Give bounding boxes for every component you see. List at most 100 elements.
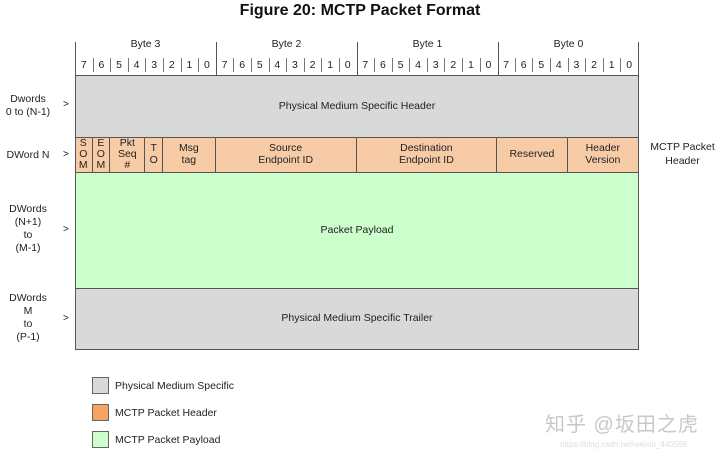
bit-number: 6	[520, 59, 527, 71]
row-label-dwords-trailer: DWords M to (P-1)	[9, 292, 47, 344]
watermark: 知乎 @坂田之虎	[545, 414, 699, 436]
bit-separator	[286, 58, 288, 72]
bit-number: 3	[573, 59, 580, 71]
byte-3-label: Byte 3	[130, 38, 161, 50]
bit-separator	[391, 58, 393, 72]
bit-separator	[409, 58, 411, 72]
row-label-dwords-0: Dwords 0 to (N-1)	[5, 93, 51, 119]
bit-separator	[198, 58, 200, 72]
bit-number: 4	[555, 59, 562, 71]
bit-separator	[268, 58, 270, 72]
byte-divider	[75, 42, 76, 75]
header-field: S O M	[75, 137, 93, 172]
bit-number: 0	[485, 59, 492, 71]
bit-separator	[321, 58, 323, 72]
header-field: Destination Endpoint ID	[357, 137, 498, 172]
bit-separator	[462, 58, 464, 72]
header-field: Reserved	[497, 137, 568, 172]
bit-separator	[374, 58, 376, 72]
bit-separator	[585, 58, 587, 72]
header-field: T O	[145, 137, 163, 172]
bit-number: 0	[626, 59, 633, 71]
header-field: Pkt Seq #	[110, 137, 146, 172]
bit-number: 7	[80, 59, 87, 71]
byte-divider	[498, 42, 499, 75]
row-arrow-icon: >	[63, 149, 69, 160]
byte-divider	[638, 42, 639, 75]
bit-number: 6	[98, 59, 105, 71]
bit-number: 5	[116, 59, 122, 71]
legend-label: Physical Medium Specific	[115, 379, 235, 392]
row-label-dword-n: DWord N	[6, 149, 50, 161]
byte-divider	[216, 42, 217, 75]
physical-trailer-label: Physical Medium Specific Trailer	[281, 312, 433, 325]
bit-separator	[180, 58, 182, 72]
bit-number: 6	[379, 59, 386, 71]
packet-payload-block: Packet Payload	[75, 172, 639, 289]
physical-medium-trailer-block: Physical Medium Specific Trailer	[75, 288, 639, 350]
bit-number: 5	[397, 59, 404, 71]
bit-separator	[303, 58, 305, 72]
bit-separator	[567, 58, 569, 72]
physical-header-label: Physical Medium Specific Header	[278, 99, 436, 112]
bit-number: 5	[538, 59, 545, 71]
bit-number: 3	[432, 59, 439, 71]
bit-separator	[92, 58, 94, 72]
physical-medium-header-block: Physical Medium Specific Header	[75, 75, 639, 138]
bit-separator	[145, 58, 147, 72]
bit-separator	[127, 58, 129, 72]
bit-number: 0	[204, 59, 210, 71]
bit-number: 2	[309, 59, 316, 71]
byte-1-label: Byte 1	[412, 38, 443, 50]
bit-separator	[444, 58, 446, 72]
bit-separator	[602, 58, 604, 72]
row-arrow-icon: >	[63, 224, 69, 235]
bit-number: 2	[591, 59, 597, 71]
bit-number: 1	[186, 59, 193, 71]
row-label-dwords-payload: DWords (N+1) to (M-1)	[9, 203, 47, 255]
bit-number: 4	[274, 59, 281, 71]
figure-title: Figure 20: MCTP Packet Format	[239, 2, 481, 19]
bit-separator	[426, 58, 428, 72]
byte-0-label: Byte 0	[553, 38, 584, 50]
header-field: Msg tag	[163, 137, 216, 172]
legend-label: MCTP Packet Header	[115, 406, 217, 419]
header-field: E O M	[93, 137, 111, 172]
legend-label: MCTP Packet Payload	[115, 433, 221, 446]
header-field: Header Version	[585, 142, 621, 166]
bit-separator	[110, 58, 112, 72]
header-field: Source Endpoint ID	[216, 137, 357, 172]
byte-divider	[357, 42, 358, 75]
bit-number: 6	[239, 59, 246, 71]
bit-number: 7	[221, 59, 228, 71]
bit-number: 7	[362, 59, 369, 71]
row-arrow-icon: >	[63, 313, 69, 324]
bit-separator	[250, 58, 252, 72]
bit-number: 1	[608, 59, 615, 71]
bit-number: 0	[344, 59, 351, 71]
bit-number: 3	[151, 59, 158, 71]
bit-number: 1	[467, 59, 474, 71]
legend-swatch-gray	[92, 377, 109, 394]
watermark-url: https://blog.csdn.net/weixin_440566	[560, 440, 688, 449]
bit-separator	[479, 58, 481, 72]
bit-separator	[338, 58, 340, 72]
bit-number: 5	[256, 59, 263, 71]
bit-separator	[532, 58, 534, 72]
bit-number: 7	[503, 59, 509, 71]
bit-separator	[162, 58, 164, 72]
bit-number: 2	[168, 59, 175, 71]
payload-label: Packet Payload	[320, 223, 394, 236]
legend-item-payload: MCTP Packet Payload	[92, 431, 220, 448]
legend-item-header: MCTP Packet Header	[92, 404, 217, 421]
bit-number: 1	[327, 59, 334, 71]
bit-number: 3	[292, 59, 298, 71]
legend-swatch-green	[92, 431, 109, 448]
bit-number: 4	[133, 59, 140, 71]
mctp-header-side-note: MCTP Packet Header	[650, 141, 715, 167]
legend-item-physical: Physical Medium Specific	[92, 377, 234, 394]
bit-number: 2	[450, 59, 457, 71]
legend-swatch-orange	[92, 404, 109, 421]
bit-separator	[514, 58, 516, 72]
